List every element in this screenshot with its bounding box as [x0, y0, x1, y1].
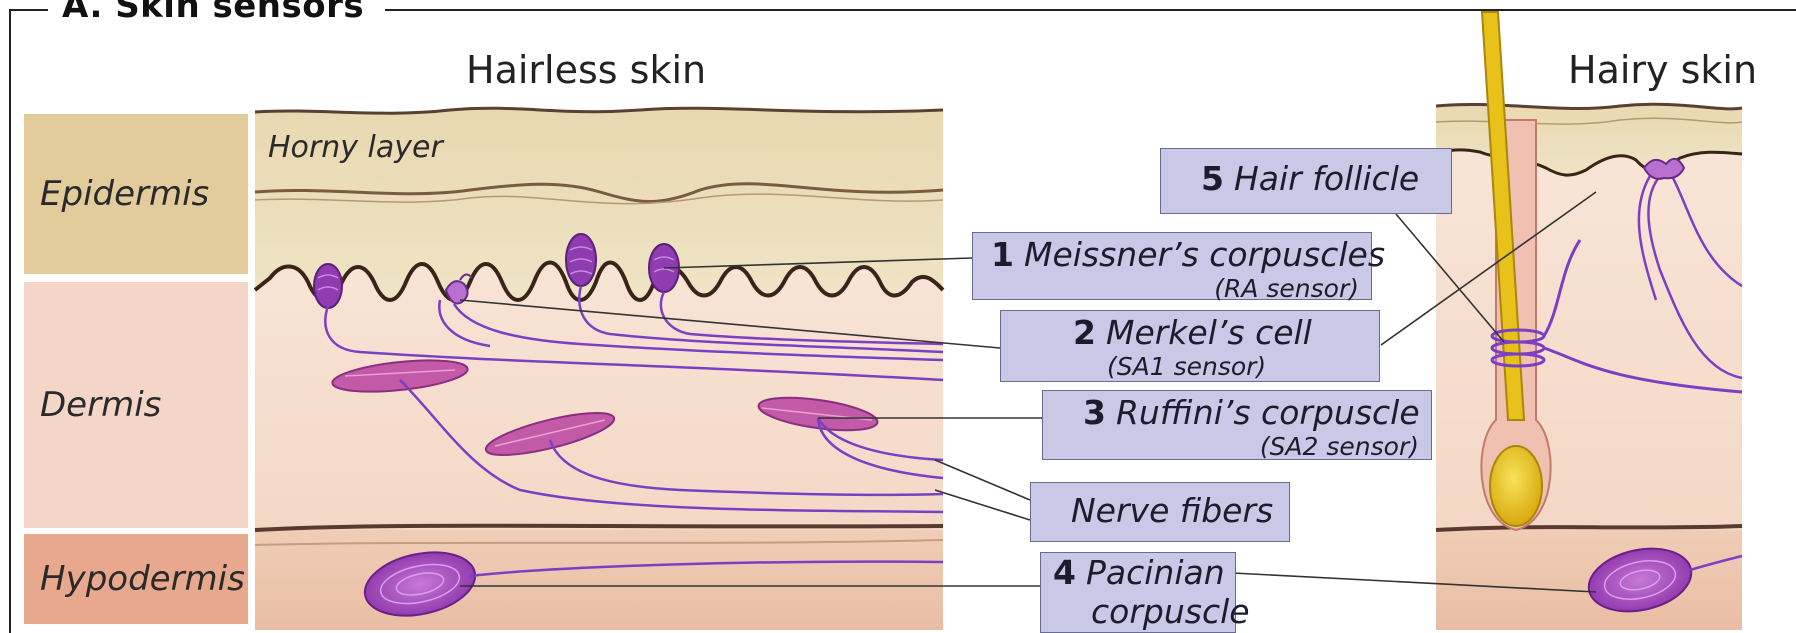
label-nerve-fibers-name: Nerve fibers [1071, 491, 1289, 530]
label-meissner-number: 1 [991, 235, 1014, 274]
label-ruffini-sub: (SA2 sensor) [1083, 432, 1419, 461]
layer-hypodermis: Hypodermis [24, 534, 248, 624]
label-pacinian: 4 Pacinian corpuscle [1040, 552, 1236, 633]
label-merkel: 2 Merkel’s cell (SA1 sensor) [1000, 310, 1380, 382]
hairless-dermis [255, 255, 943, 530]
layer-dermis: Dermis [24, 282, 248, 528]
label-ruffini: 3 Ruffini’s corpuscle (SA2 sensor) [1042, 390, 1432, 460]
figure-title: A. Skin sensors [48, 0, 378, 26]
hair-bulb [1490, 446, 1542, 526]
hairy-skin-title: Hairy skin [1568, 48, 1757, 92]
label-pacinian-name: Pacinian [1086, 553, 1225, 592]
label-merkel-name: Merkel’s cell [1106, 313, 1312, 352]
label-pacinian-sub: corpuscle [1053, 592, 1235, 631]
label-ruffini-name: Ruffini’s corpuscle [1116, 393, 1420, 432]
horny-layer-label: Horny layer [268, 130, 443, 165]
label-meissner-sub: (RA sensor) [991, 274, 1359, 303]
label-hair-follicle-number: 5 [1201, 159, 1224, 198]
layer-epidermis: Epidermis [24, 114, 248, 274]
hairless-skin-title: Hairless skin [466, 48, 706, 92]
label-pacinian-number: 4 [1053, 553, 1076, 592]
label-meissner-name: Meissner’s corpuscles [1024, 235, 1385, 274]
label-hair-follicle: 5 Hair follicle [1160, 148, 1452, 214]
label-ruffini-number: 3 [1083, 393, 1106, 432]
label-nerve-fibers: Nerve fibers [1030, 482, 1290, 542]
label-merkel-number: 2 [1073, 313, 1096, 352]
label-hair-follicle-name: Hair follicle [1234, 159, 1419, 198]
hairy-skin-block [1436, 12, 1742, 630]
label-merkel-sub: (SA1 sensor) [1073, 352, 1367, 381]
hairless-skin-block [255, 108, 943, 630]
hairless-hypodermis [255, 530, 943, 630]
